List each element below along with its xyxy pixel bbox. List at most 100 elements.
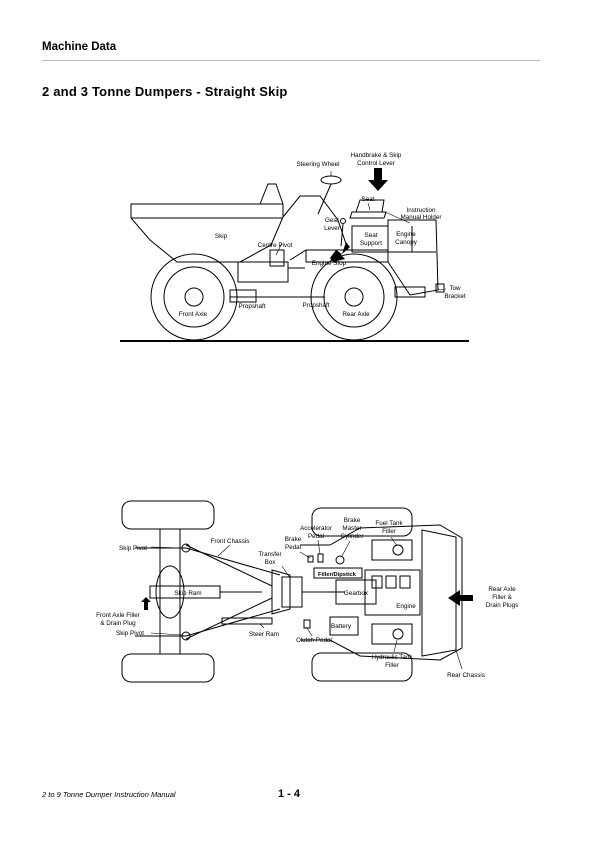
gearbox-box (335, 579, 377, 605)
front-axle-housing (229, 289, 257, 303)
label-tow-1: Tow (449, 285, 461, 292)
page-number: 1 - 4 (278, 788, 301, 800)
label-rear-axle: Rear Axle (342, 311, 370, 318)
gear-lever-knob (340, 218, 346, 224)
rear-wheel-rim (323, 266, 385, 328)
fuel-tank-cap (392, 544, 404, 556)
label-rear-axle-2: Filler & (492, 594, 512, 601)
front-wheel-top (121, 500, 215, 530)
front-diff (155, 565, 185, 619)
label-transfer-2: Box (265, 559, 277, 566)
leader-hydraulic (393, 639, 398, 653)
header-rule (42, 60, 540, 61)
leader-front-chassis (217, 544, 231, 557)
label-steer-ram: Steer Ram (249, 631, 279, 638)
label-instruction-1: Instruction (406, 207, 436, 214)
leader-accel (317, 539, 321, 555)
front-wheel-hub (184, 287, 204, 307)
label-accel-1: Accelerator (300, 525, 332, 532)
label-clutch-pedal: Clutch Pedal (296, 637, 332, 644)
pivot-nose (271, 569, 291, 615)
rear-axle-housing (394, 286, 426, 298)
leader-fuel (390, 536, 398, 547)
filler-dipstick-box (313, 567, 363, 579)
label-seat-support-2: Support (360, 240, 382, 247)
label-gear-1: Gear (325, 217, 339, 224)
leader-tow (436, 288, 447, 291)
accelerator-pedal-shape (317, 553, 324, 563)
label-instruction-2: Manual Holder (401, 214, 442, 221)
leader-skip-pivot-top (150, 546, 183, 549)
skip-raised-back (259, 183, 284, 205)
rear-wheel-bottom (311, 652, 413, 682)
engine-canopy (387, 219, 439, 296)
label-gearbox: Gearbox (344, 590, 369, 597)
label-hydraulic-1: Hydraulic Tank (371, 654, 413, 661)
label-battery: Battery (331, 623, 352, 630)
centre-pivot-block (269, 249, 285, 267)
battery-box (329, 616, 359, 636)
rear-wheel-hub (344, 287, 364, 307)
brake-pedal-shape (307, 555, 314, 563)
leader-instruction (384, 211, 411, 224)
brake-master-cylinder-shape (335, 555, 345, 565)
label-engine: Engine (396, 603, 416, 610)
label-brake-pedal-2: Pedal (285, 544, 301, 551)
skip-pivot-bottom (181, 631, 191, 641)
gear-lever-stick (340, 223, 344, 247)
front-wheel (150, 253, 238, 341)
label-transfer-1: Transfer (258, 551, 281, 558)
rear-wheel (310, 253, 398, 341)
front-axle (159, 528, 181, 655)
cyl-2 (385, 575, 397, 589)
label-filler-dipstick: Filler/Dipstick (318, 572, 357, 578)
label-fuel-1: Fuel Tank (375, 520, 403, 527)
label-handbrake-1: Handbrake & Skip (351, 152, 402, 159)
label-brake-master-1: Brake (344, 517, 361, 524)
label-centre-pivot: Centre Pivot (258, 242, 293, 249)
tow-bracket (435, 283, 445, 293)
section-header: Machine Data (42, 41, 117, 53)
leader-brake-pedal (299, 551, 311, 559)
rear-axle-filler-arrow (448, 590, 473, 606)
label-front-axle-filler-1: Front Axle Filler (96, 612, 140, 619)
label-canopy-1: Engine (396, 231, 416, 238)
label-propshaft-2: Propshaft (303, 302, 330, 309)
label-skip-pivot-bottom: Skip Pivot (116, 630, 144, 637)
leader-clutch (306, 627, 313, 637)
label-accel-2: Pedal (308, 533, 324, 540)
steer-ram (221, 617, 273, 625)
seat-back (355, 199, 385, 213)
label-steering-wheel: Steering Wheel (296, 161, 339, 168)
label-front-chassis: Front Chassis (211, 538, 250, 545)
front-wheel-rim (163, 266, 225, 328)
label-skip-pivot-top: Skip Pivot (119, 545, 147, 552)
fuel-tank (371, 539, 413, 561)
page-title: 2 and 3 Tonne Dumpers - Straight Skip (42, 84, 288, 99)
label-seat: Seat (362, 196, 375, 203)
label-brake-master-3: Cylinder (340, 533, 363, 540)
leader-steer-ram (259, 623, 265, 629)
rear-chassis (421, 529, 457, 657)
hydraulic-tank (371, 623, 413, 645)
label-rear-axle-1: Rear Axle (488, 586, 516, 593)
label-rear-chassis: Rear Chassis (447, 672, 485, 679)
label-gear-2: Lever (324, 225, 340, 232)
label-brake-master-2: Master (342, 525, 361, 532)
label-rear-axle-3: Drain Plugs (486, 602, 519, 609)
label-front-axle: Front Axle (179, 311, 208, 318)
label-handbrake-2: Control Lever (357, 160, 395, 167)
rear-wheel-top (311, 507, 413, 537)
leader-skip-pivot-bottom (150, 632, 183, 636)
leader-brake-master (341, 540, 351, 557)
steering-column (317, 183, 332, 215)
hydraulic-tank-cap (392, 628, 404, 640)
cyl-1 (371, 575, 383, 589)
label-engine-stop: Engine Stop (312, 260, 347, 267)
engine-stop-arrow (330, 242, 350, 262)
engine-block (364, 569, 421, 616)
label-front-axle-filler-2: & Drain Plug (100, 620, 136, 627)
seat-cushion (349, 211, 387, 219)
